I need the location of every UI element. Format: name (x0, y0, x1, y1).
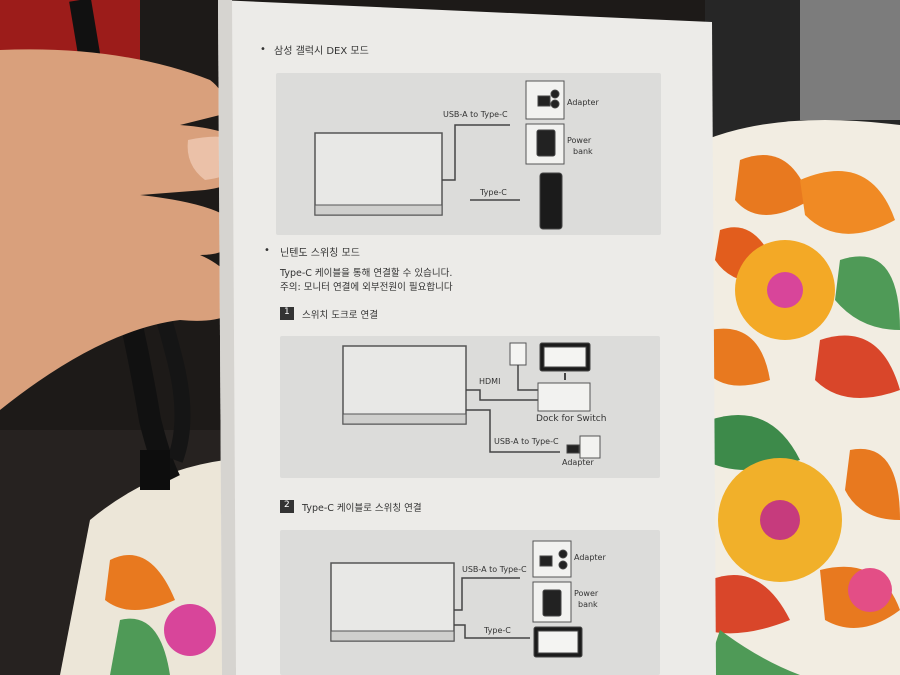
switch-dock-diagram (342, 342, 601, 459)
typec-monitor (330, 562, 455, 642)
step1-number-box (280, 307, 294, 320)
step1-label-dock: Dock for Switch (536, 414, 607, 424)
switch-line1: Type-C 케이블을 통해 연결할 수 있습니다. (280, 268, 453, 279)
switch-title: 닌텐도 스위칭 모드 (280, 248, 360, 259)
dex-phone (539, 172, 563, 230)
dock-adapter (579, 435, 601, 459)
floral-fabric-left (60, 460, 225, 675)
dex-label-typec: Type-C (480, 188, 507, 197)
switch-typec-diagram (330, 540, 583, 658)
step2-label-usb: USB-A to Type-C (462, 565, 527, 574)
dex-label-power: Power (567, 136, 592, 145)
step1-label-usb: USB-A to Type-C (494, 437, 559, 446)
dex-label-bank: bank (573, 147, 593, 156)
hand (0, 49, 250, 410)
step2-number: 2 (284, 500, 290, 510)
dex-label-adapter: Adapter (567, 98, 599, 107)
dex-monitor (314, 132, 443, 216)
dex-diagram (314, 80, 565, 230)
step2-label-power: Power (574, 589, 599, 598)
switch-bullet: • (264, 245, 270, 256)
step1-label-adapter: Adapter (562, 458, 594, 467)
dex-bullet: • (260, 44, 266, 55)
dex-label-usb: USB-A to Type-C (443, 110, 508, 119)
floral-fabric (705, 120, 900, 675)
dock-charger (509, 342, 527, 366)
step2-label-bank: bank (578, 600, 598, 609)
step2-title: Type-C 케이블로 스위칭 연결 (302, 503, 422, 514)
step2-number-box (280, 500, 294, 513)
dock-monitor (342, 345, 467, 425)
diagram-switch-dock-bg (280, 336, 660, 478)
dex-title: 삼성 갤럭시 DEX 모드 (274, 46, 369, 57)
step1-number: 1 (284, 307, 290, 317)
cable-connector (140, 450, 170, 490)
window-light (800, 0, 900, 120)
step2-label-adapter: Adapter (574, 553, 606, 562)
switch-line2: 주의: 모니터 연결에 외부전원이 필요합니다 (280, 282, 453, 293)
step1-title: 스위치 도크로 연결 (302, 310, 378, 321)
switch-dock (537, 382, 591, 412)
paper-shadow (218, 0, 236, 675)
step1-label-hdmi: HDMI (479, 377, 501, 386)
step2-label-typec: Type-C (484, 626, 511, 635)
